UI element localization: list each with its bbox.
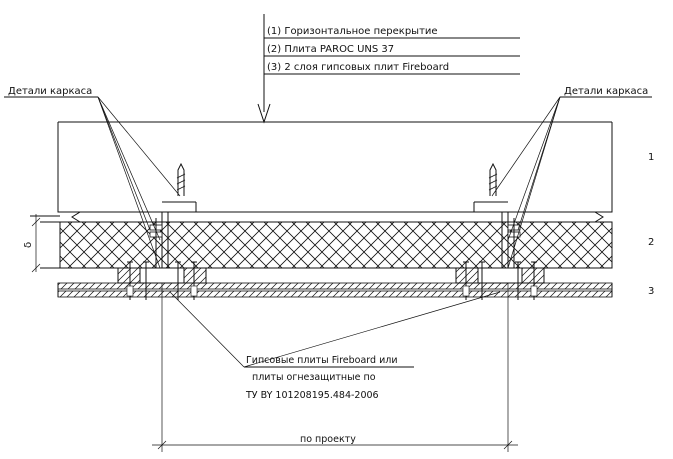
span-dimension: по проекту	[152, 283, 518, 452]
insulation-layer: δ	[23, 214, 613, 273]
frame-detail-right	[455, 162, 545, 300]
layer-numbers: 1 2 3	[648, 152, 654, 297]
callout-frame-right: Детали каркаса	[491, 86, 652, 269]
legend-item-3: (3) 2 слоя гипсовых плит Fireboard	[267, 62, 449, 73]
callout-gypsum: Гипсовые плиты Fireboard или плиты огнез…	[169, 291, 501, 401]
callout-frame-left-label: Детали каркаса	[8, 86, 92, 97]
layer-number-2: 2	[648, 237, 654, 248]
span-label: по проекту	[300, 434, 356, 445]
layer-number-1: 1	[648, 152, 654, 163]
legend-block: (1) Горизонтальное перекрытие (2) Плита …	[257, 14, 520, 124]
callout-frame-left: Детали каркаса	[4, 86, 181, 269]
layer-number-3: 3	[648, 286, 654, 297]
thickness-symbol: δ	[23, 242, 34, 248]
frame-detail-left	[117, 162, 207, 300]
gypsum-label-line1: Гипсовые плиты Fireboard или	[246, 355, 398, 366]
legend-item-1: (1) Горизонтальное перекрытие	[267, 26, 438, 37]
gypsum-label-line3: ТУ BY 101208195.484-2006	[245, 390, 379, 401]
legend-item-2: (2) Плита PAROC UNS 37	[267, 44, 394, 55]
callout-frame-right-label: Детали каркаса	[564, 86, 648, 97]
gypsum-label-line2: плиты огнезащитные по	[252, 372, 376, 383]
